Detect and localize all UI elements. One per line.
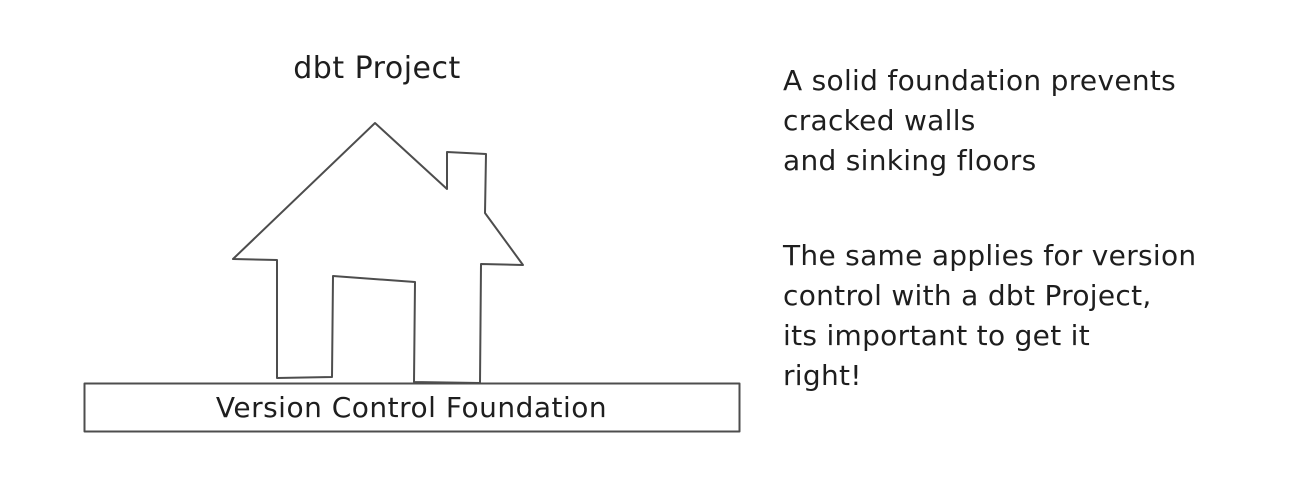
house-title: dbt Project [293,51,461,86]
note-paragraph-foundation: A solid foundation prevents cracked wall… [783,64,1177,177]
foundation-rect [83,382,741,433]
note-paragraph-version-control: The same applies for version control wit… [783,239,1197,392]
foundation-label: Version Control Foundation [215,391,608,424]
annotation-notes: A solid foundation prevents cracked wall… [783,61,1263,396]
house-outline-icon [232,122,524,384]
